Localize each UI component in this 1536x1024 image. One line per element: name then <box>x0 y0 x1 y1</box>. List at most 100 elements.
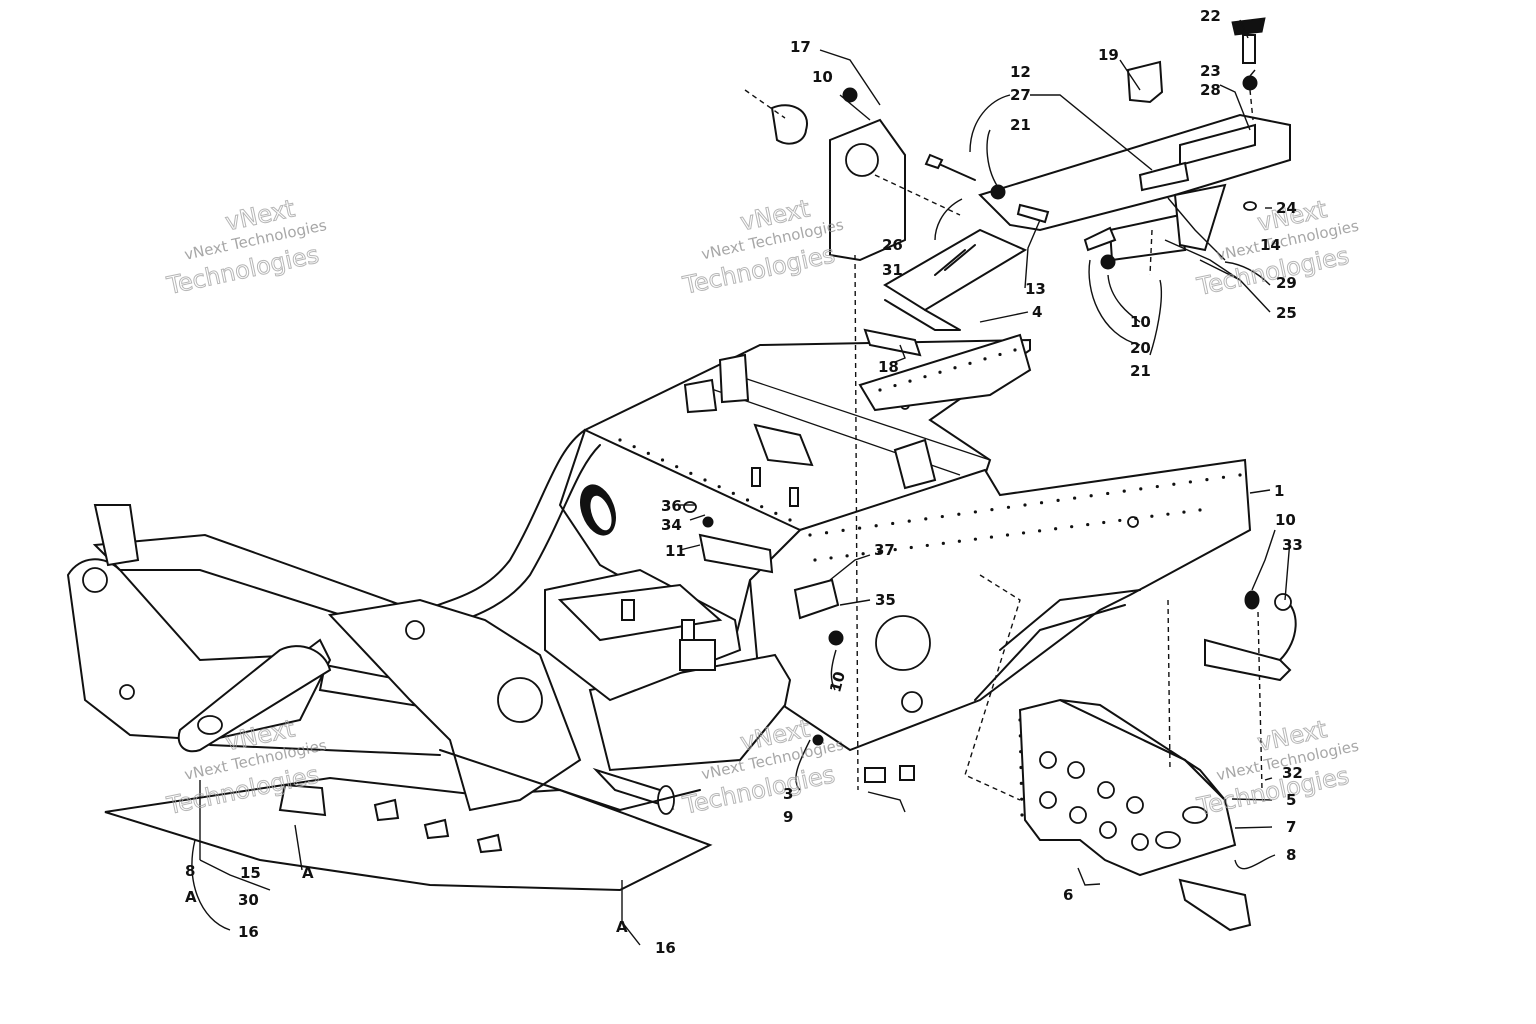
rivet <box>1221 475 1226 479</box>
rivet <box>1166 512 1170 516</box>
callout-13: 13 <box>1025 280 1046 298</box>
callout-10-right: 10 <box>1275 511 1296 529</box>
watermark-1: vNext vNext Technologies Technologies <box>163 194 328 301</box>
rivet <box>618 438 622 442</box>
callout-36: 36 <box>661 497 682 515</box>
callout-20: 20 <box>1130 339 1151 357</box>
callout-10-top: 10 <box>812 68 833 86</box>
callout-33: 33 <box>1282 536 1303 554</box>
rivet <box>841 528 845 532</box>
callout-16-bottom: 16 <box>655 939 676 957</box>
rivet <box>1054 527 1058 531</box>
rivet <box>1023 503 1027 507</box>
rivet <box>646 451 650 455</box>
rivet <box>1106 491 1110 496</box>
rivet <box>938 370 942 374</box>
rivet <box>1019 781 1023 785</box>
callout-9: 9 <box>783 808 793 826</box>
rivet <box>893 383 897 388</box>
callout-19: 19 <box>1098 46 1119 64</box>
rivet <box>703 478 707 482</box>
rivet <box>1013 348 1017 352</box>
rivet <box>1139 487 1143 491</box>
leader-lines <box>191 19 1291 946</box>
callout-10-console: 10 <box>1130 313 1151 331</box>
callout-3: 3 <box>783 785 793 803</box>
rivet <box>788 518 792 522</box>
rivet <box>1006 505 1011 509</box>
rivet <box>983 357 987 361</box>
callout-22: 22 <box>1200 7 1221 25</box>
rivet <box>731 491 735 495</box>
rivet <box>1073 496 1077 500</box>
footrest-assembly <box>1018 698 1252 932</box>
rivet <box>829 556 833 560</box>
rivet <box>824 531 829 535</box>
bolts-34-36-37 <box>683 501 915 783</box>
rivet <box>874 524 878 528</box>
callout-11: 11 <box>665 542 686 560</box>
steering-bracket-17 <box>770 87 906 262</box>
callout-21-top: 21 <box>1010 116 1031 134</box>
rivet <box>1086 522 1090 527</box>
rivet <box>953 366 957 370</box>
callout-15: 15 <box>240 864 261 882</box>
callout-a-1: A <box>302 864 314 882</box>
callout-16-left: 16 <box>238 923 259 941</box>
callout-23: 23 <box>1200 62 1221 80</box>
rivet <box>774 511 778 515</box>
front-belly-pan <box>104 776 713 892</box>
callout-18: 18 <box>878 358 899 376</box>
rivet <box>923 375 927 379</box>
console-panel <box>924 17 1291 270</box>
rivet <box>908 379 912 383</box>
callout-5: 5 <box>1286 791 1296 809</box>
callout-a-3: A <box>185 888 197 906</box>
rivet <box>1037 529 1042 533</box>
rivet <box>1205 478 1209 482</box>
callout-12: 12 <box>1010 63 1031 81</box>
rivet <box>1172 482 1176 486</box>
rivet <box>1005 533 1010 537</box>
rivet <box>845 554 849 558</box>
rivet <box>675 465 679 469</box>
callout-35: 35 <box>875 591 896 609</box>
rivet <box>808 533 812 537</box>
callout-34: 34 <box>661 516 682 534</box>
rivet <box>998 352 1002 357</box>
callout-30: 30 <box>238 891 259 909</box>
rivet <box>1182 510 1186 514</box>
rivet <box>989 535 994 539</box>
rivet <box>957 539 961 543</box>
callout-24: 24 <box>1276 199 1297 217</box>
callout-27: 27 <box>1010 86 1031 104</box>
rivet <box>1188 480 1192 484</box>
rivet <box>907 519 911 523</box>
front-bulkhead-assembly <box>66 504 792 815</box>
callout-37: 37 <box>874 541 895 559</box>
rivet <box>1089 494 1093 498</box>
rivet <box>925 543 929 548</box>
rivet <box>968 361 972 365</box>
part-callouts: 1 3 4 5 6 7 8 8 9 10 10 10 10 11 12 13 1… <box>185 7 1303 957</box>
watermark-6: vNext vNext Technologies Technologies <box>1193 715 1360 822</box>
rivet <box>1134 516 1138 520</box>
rivet <box>909 545 913 550</box>
watermark-2: vNext vNext Technologies Technologies <box>679 194 845 300</box>
rivet <box>861 552 865 556</box>
callout-28: 28 <box>1200 81 1221 99</box>
callout-31: 31 <box>882 261 903 279</box>
rivet <box>858 526 862 530</box>
callout-7: 7 <box>1286 818 1296 836</box>
rivet <box>689 471 693 475</box>
rivet <box>957 512 961 516</box>
callout-32: 32 <box>1282 764 1303 782</box>
callout-10-chassis: 10 <box>826 669 849 694</box>
callout-4: 4 <box>1032 303 1042 321</box>
rivet <box>1198 508 1202 512</box>
rivet <box>1070 525 1074 529</box>
callout-29: 29 <box>1276 274 1297 292</box>
callout-1: 1 <box>1274 482 1284 500</box>
rivet <box>941 541 945 545</box>
